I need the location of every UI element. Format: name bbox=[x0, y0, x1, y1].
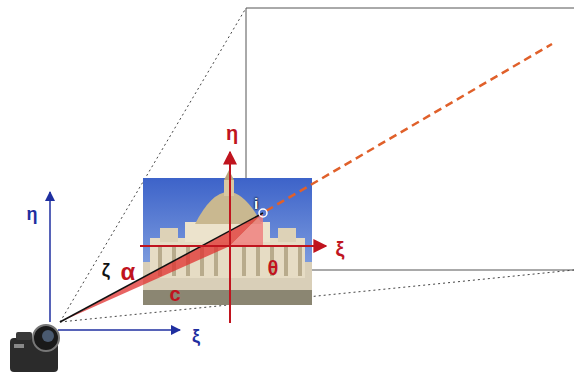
image-plane bbox=[246, 8, 574, 270]
camera-axis bbox=[49, 192, 51, 322]
angle-triangle bbox=[230, 213, 263, 246]
distance-label: ζ bbox=[102, 261, 110, 279]
camera-axis bbox=[58, 329, 180, 331]
axis-label: η bbox=[226, 123, 238, 143]
point-label: c bbox=[169, 284, 180, 304]
axis-label: ξ bbox=[336, 239, 345, 259]
angle-label: θ bbox=[268, 258, 279, 278]
image-axis bbox=[140, 245, 326, 247]
image-point bbox=[259, 209, 267, 217]
camera bbox=[10, 325, 59, 372]
angle-label: α bbox=[121, 260, 136, 284]
point-label: i bbox=[254, 196, 258, 211]
view-triangle bbox=[60, 213, 263, 322]
axis-label: ξ bbox=[192, 327, 200, 345]
ray bbox=[60, 213, 263, 322]
axis-label: η bbox=[27, 205, 38, 223]
view-lines bbox=[60, 8, 574, 322]
image-axis bbox=[229, 152, 231, 323]
ray-extension bbox=[266, 44, 552, 211]
